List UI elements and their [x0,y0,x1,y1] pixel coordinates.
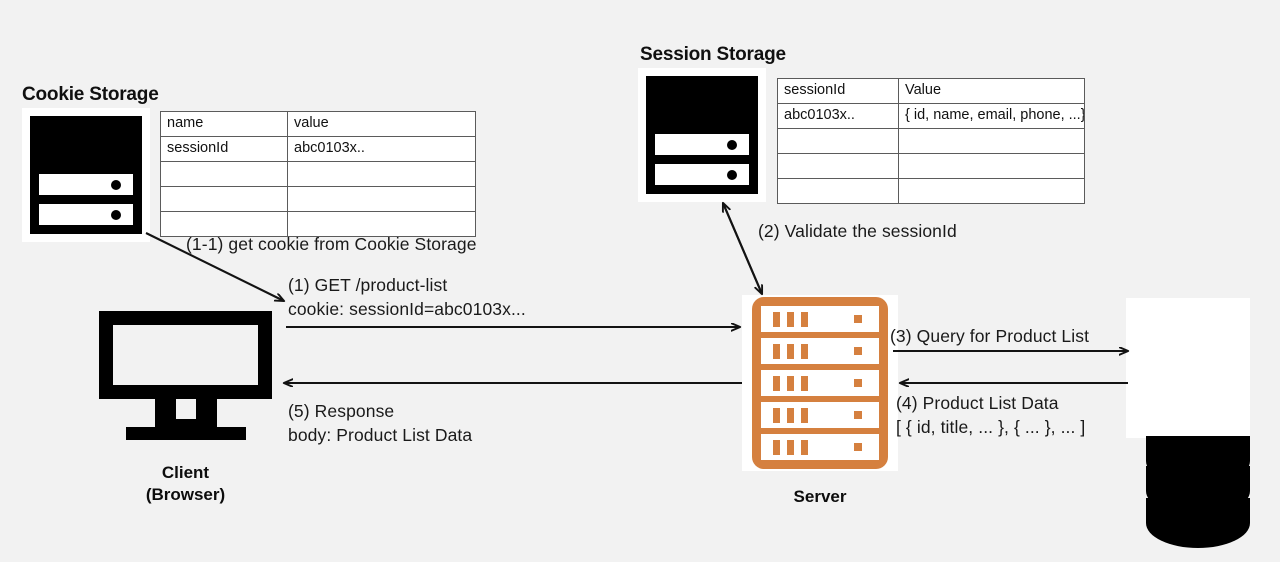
session-storage-rack-icon [646,76,758,194]
client-monitor-icon [99,311,272,441]
table-cell [287,211,476,237]
server-led-icon [854,411,862,419]
flow-label-response-line2: body: Product List Data [288,424,473,445]
server-tick [801,375,808,391]
table-cell: sessionId [160,136,288,162]
table-row: sessionId Value [777,78,1085,104]
rack-slot [39,204,133,225]
server-tick [773,439,780,455]
table-cell [287,161,476,187]
cookie-storage-rack-icon [30,116,142,234]
rack-led-icon [727,139,737,150]
cookie-storage-table: name value sessionId abc0103x.. [160,111,476,237]
server-tick [787,311,794,327]
server-led-icon [854,347,862,355]
server-tick [801,407,808,423]
table-cell: abc0103x.. [287,136,476,162]
table-cell [777,178,899,204]
table-row: name value [160,111,476,137]
table-cell [777,153,899,179]
rack-led-icon [727,169,737,180]
server-tick [787,375,794,391]
flow-label-request: (1) GET /product-list cookie: sessionId=… [288,274,526,321]
flow-label-request-line2: cookie: sessionId=abc0103x... [288,298,526,319]
flow-label-response: (5) Response body: Product List Data [288,400,472,447]
server-tick [801,311,808,327]
server-led-icon [854,379,862,387]
diagram-canvas: Cookie Storage name value sessionId abc0… [22,44,1250,548]
server-unit [761,338,879,364]
table-row: abc0103x.. { id, name, email, phone, ...… [777,103,1085,129]
flow-label-query: (3) Query for Product List [890,326,1090,346]
table-cell [160,186,288,212]
db-body [1146,436,1250,461]
table-cell [287,186,476,212]
monitor-neck [154,399,217,427]
client-label: Client (Browser) [99,462,272,506]
flow-label-product-data-line2: [ { id, title, ... }, { ... }, ... ] [896,416,1086,437]
server-label: Server [793,487,847,506]
server-unit [761,402,879,428]
server-tick [773,343,780,359]
flow-label-get-cookie: (1-1) get cookie from Cookie Storage [186,234,477,254]
server-tick [787,407,794,423]
monitor-neck-cutout [175,399,196,419]
server-tick [773,375,780,391]
table-row [160,161,476,187]
flow-label-product-data: (4) Product List Data [ { id, title, ...… [896,392,1085,439]
table-header-cell: sessionId [777,78,899,104]
session-storage-heading: Session Storage [640,44,786,65]
rack-slot [655,134,749,155]
server-unit [761,434,879,460]
table-row [777,128,1085,154]
rack-led-icon [111,209,121,220]
rack-slot [655,164,749,185]
table-cell: { id, name, email, phone, ...} [898,103,1085,129]
table-cell [898,153,1085,179]
server-tick [773,311,780,327]
monitor-base [125,427,246,440]
table-cell [777,128,899,154]
server-tick [801,439,808,455]
database-cylinder-icon [1146,436,1250,562]
server-led-icon [854,315,862,323]
flow-label-product-data-line1: (4) Product List Data [896,393,1059,413]
table-cell: abc0103x.. [777,103,899,129]
table-header-cell: value [287,111,476,137]
cookie-storage-heading: Cookie Storage [22,84,159,105]
table-cell [160,161,288,187]
arrow-validate-session-back [722,202,762,294]
server-tick [773,407,780,423]
rack-led-icon [111,179,121,190]
rack-slot [39,174,133,195]
flow-label-validate: (2) Validate the sessionId [758,221,957,241]
server-stack-icon [752,297,888,469]
server-led-icon [854,443,862,451]
server-tick [801,343,808,359]
table-cell [898,178,1085,204]
table-header-cell: name [160,111,288,137]
server-unit [761,306,879,332]
server-tick [787,439,794,455]
table-row: sessionId abc0103x.. [160,136,476,162]
monitor-screen-inner [113,325,258,385]
database-panel [1126,298,1250,438]
arrow-validate-session [723,203,763,295]
monitor-screen [99,311,272,399]
flow-label-request-line1: (1) GET /product-list [288,275,448,295]
table-cell [898,128,1085,154]
table-header-cell: Value [898,78,1085,104]
server-unit [761,370,879,396]
client-label-line1: Client [161,463,210,482]
session-storage-table: sessionId Value abc0103x.. { id, name, e… [777,78,1085,204]
table-row [777,178,1085,204]
server-tick [787,343,794,359]
client-label-line2: (Browser) [145,484,226,504]
table-row [777,153,1085,179]
flow-label-response-line1: (5) Response [288,401,395,421]
table-row [160,186,476,212]
